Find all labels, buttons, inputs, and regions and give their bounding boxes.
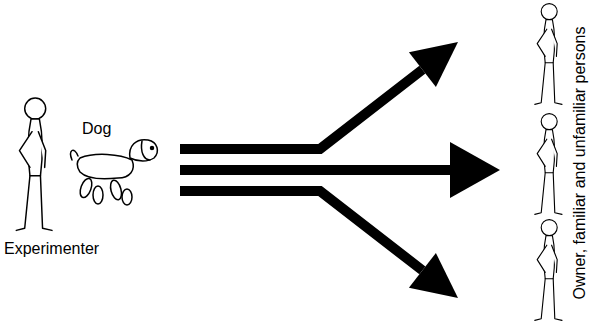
dog-figure <box>71 140 158 205</box>
person-figures <box>535 4 562 321</box>
branching-arrows <box>180 42 500 298</box>
experimenter-figure <box>16 98 52 230</box>
figure-label: Experimenter <box>4 240 99 258</box>
persons-label: Owner, familiar and unfamiliar persons <box>571 26 589 299</box>
animal-label: Dog <box>82 120 111 138</box>
